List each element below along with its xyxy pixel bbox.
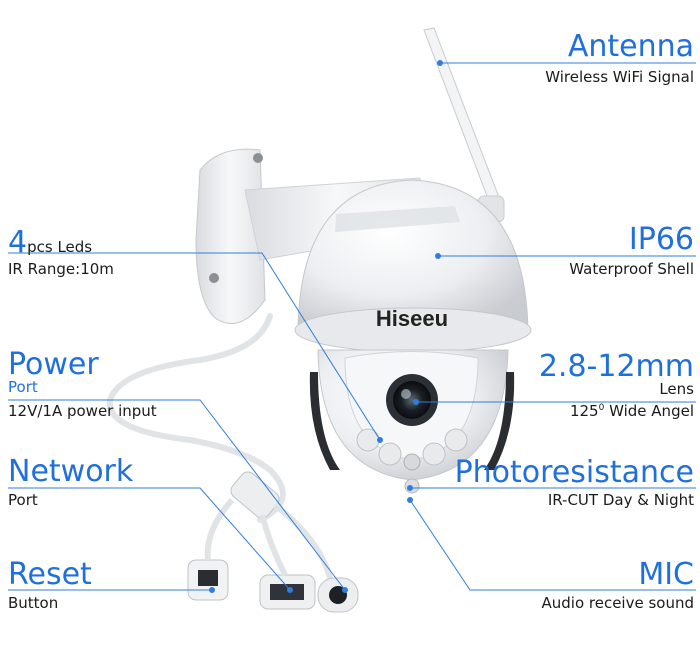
network-title: Network [8,454,134,489]
ip66-title: IP66 [628,222,694,257]
mic-title: MIC [638,557,694,592]
reset-title: Reset [8,557,92,592]
lens-angle: 1250 Wide Angel [570,404,694,419]
brand-logo: Hiseeu [376,306,448,331]
reset-sub: Button [8,594,59,612]
callout-network [8,487,291,591]
ip66-sub: Waterproof Shell [569,260,694,278]
photo-sub: IR-CUT Day & Night [547,491,694,509]
lens-angle-text: Wide Angel [604,402,694,420]
antenna-sub: Wireless WiFi Signal [545,68,694,86]
callout-antenna-dot [437,60,443,66]
lens-angle-sup: 0 [598,403,605,413]
lens-angle-value: 125 [569,402,599,420]
mic-sub: Audio receive sound [541,594,694,612]
photo-title: Photoresistance [454,455,694,490]
callout-lines [8,60,696,593]
callout-leds [8,252,381,441]
lens-title: 2.8-12mm [538,349,694,384]
camera-dome [294,179,532,353]
leds-title-rest: pcs Leds [27,238,93,256]
callout-power [8,399,346,591]
lens-sub: Lens [659,380,694,398]
connectors [187,471,359,613]
power-sub: 12V/1A power input [8,402,157,420]
callout-mic [409,499,696,591]
antenna-title: Antenna [567,29,694,64]
power-title: Power [8,347,99,382]
network-sub: Port [8,491,38,509]
power-port: Port [8,378,38,396]
leds-sub: IR Range:10m [8,260,114,278]
leds-count: 4 [8,225,28,260]
leds-title: 4pcs Leds [8,228,92,258]
